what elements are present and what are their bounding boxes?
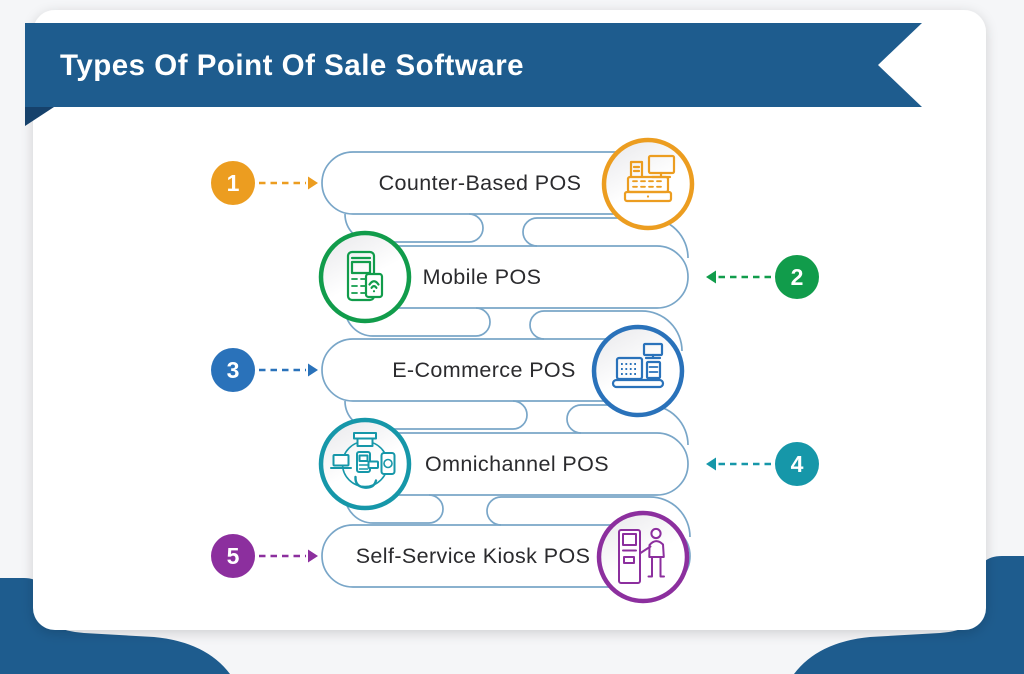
pos-type-label: Self-Service Kiosk POS [356, 544, 591, 568]
arrowhead-icon [706, 457, 716, 471]
pill-kiosk [321, 524, 691, 588]
badge-number: 3 [227, 357, 240, 383]
badge-number: 5 [227, 543, 240, 569]
cash-register-with-monitor-icon [623, 154, 676, 203]
badge-number: 1 [227, 170, 240, 196]
pos-type-label: Counter-Based POS [379, 171, 582, 195]
icon-ring [596, 510, 690, 604]
kiosk-with-person-icon [618, 527, 665, 584]
connector-curve [344, 213, 484, 243]
connector-curve [344, 400, 528, 430]
title-ribbon [25, 23, 922, 107]
connector-curve [529, 310, 683, 352]
number-badge [211, 161, 255, 205]
page-title: Types Of Point Of Sale Software [60, 49, 524, 82]
pos-type-label: E-Commerce POS [392, 358, 576, 382]
badge-number: 4 [791, 451, 804, 477]
connector-curve [344, 307, 491, 337]
number-badge [775, 442, 819, 486]
handheld-card-terminal-icon [346, 250, 384, 302]
connector-curve [344, 494, 444, 524]
connector-curve [566, 404, 689, 446]
pos-item-row-1: 1 Counter-Based POS [211, 137, 695, 231]
bottom-left-leg-shape [0, 578, 230, 674]
serpentine-path [321, 151, 691, 588]
ribbon-fold [25, 107, 54, 126]
arrowhead-icon [308, 549, 318, 563]
pos-item-row-2: 2 Mobile POS [318, 230, 819, 324]
content-card [33, 10, 986, 630]
arrowhead-icon [706, 270, 716, 284]
arrowhead-icon [308, 363, 318, 377]
connector-curve [486, 496, 691, 538]
bottom-right-leg-shape [794, 556, 1024, 674]
pos-item-row-4: 4 Omnichannel POS [318, 417, 819, 511]
number-badge [211, 534, 255, 578]
icon-ring [601, 137, 695, 231]
arrowhead-icon [308, 176, 318, 190]
number-badge [211, 348, 255, 392]
pos-item-row-3: 3 E-Commerce POS [211, 324, 685, 418]
connector-curve [522, 217, 689, 259]
pos-type-label: Omnichannel POS [425, 452, 609, 476]
multi-device-channels-icon [330, 432, 396, 489]
badge-number: 2 [791, 264, 804, 290]
icon-ring [591, 324, 685, 418]
online-register-icon [611, 342, 665, 389]
pos-item-row-5: 5 Self-Service Kiosk POS [211, 510, 690, 604]
number-badge [775, 255, 819, 299]
pos-type-label: Mobile POS [423, 265, 542, 289]
